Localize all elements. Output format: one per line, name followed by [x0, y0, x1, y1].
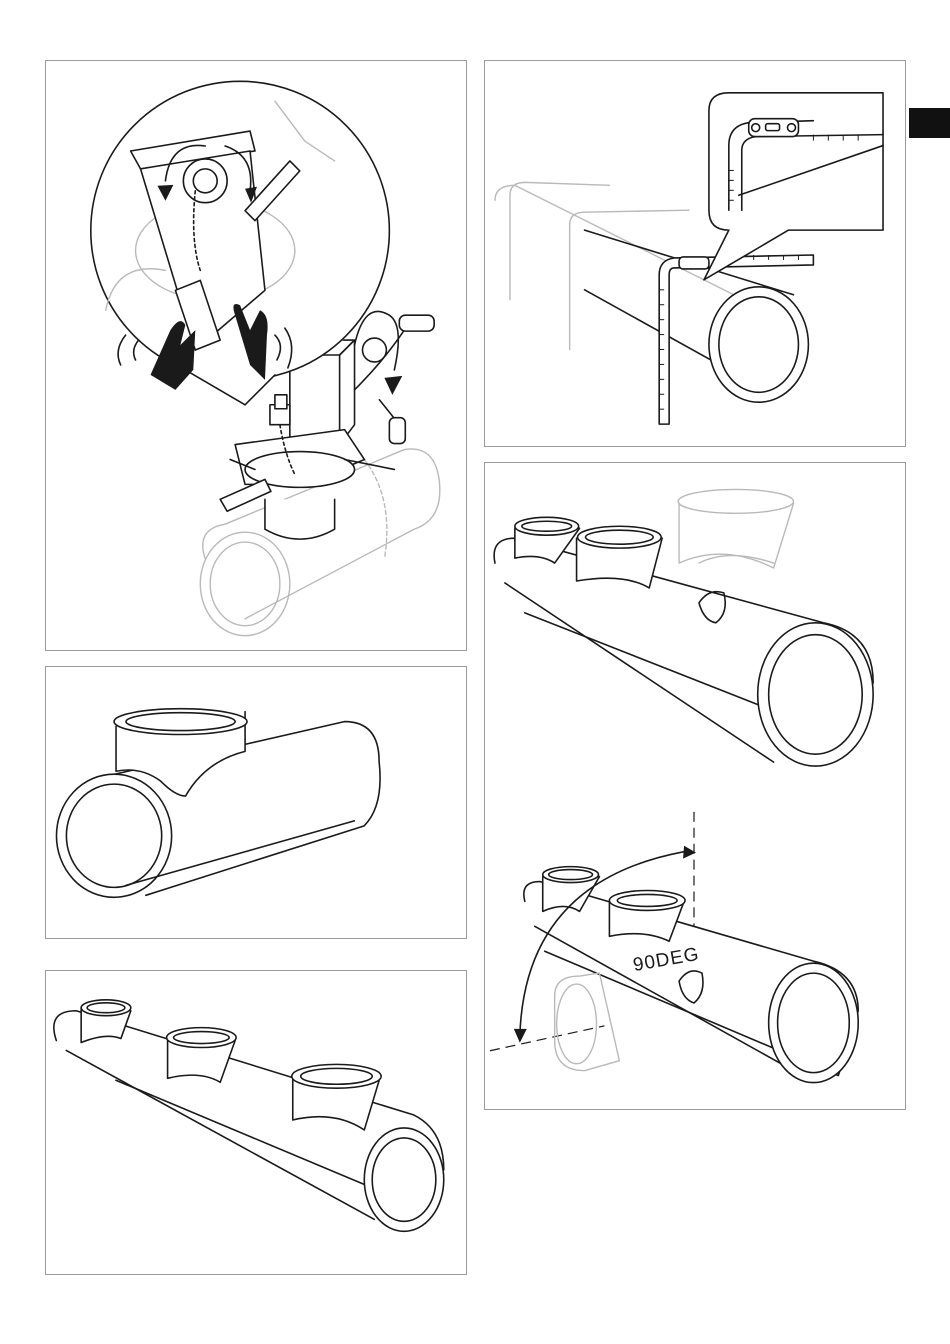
cutter-tool-illustration — [46, 61, 466, 650]
tee-pipe-illustration — [46, 667, 466, 938]
section-tab-marker — [909, 108, 950, 138]
figure-branch-orientation: 90DEG — [484, 462, 906, 1110]
figure-cutter-tool — [45, 60, 467, 651]
figure-three-branch-pipe — [45, 970, 467, 1275]
figure-tee-pipe — [45, 666, 467, 939]
measuring-gauge-illustration — [485, 61, 905, 446]
branch-orientation-illustration: 90DEG — [485, 463, 905, 1109]
figure-measuring-gauge — [484, 60, 906, 447]
three-branch-pipe-illustration — [46, 971, 466, 1274]
